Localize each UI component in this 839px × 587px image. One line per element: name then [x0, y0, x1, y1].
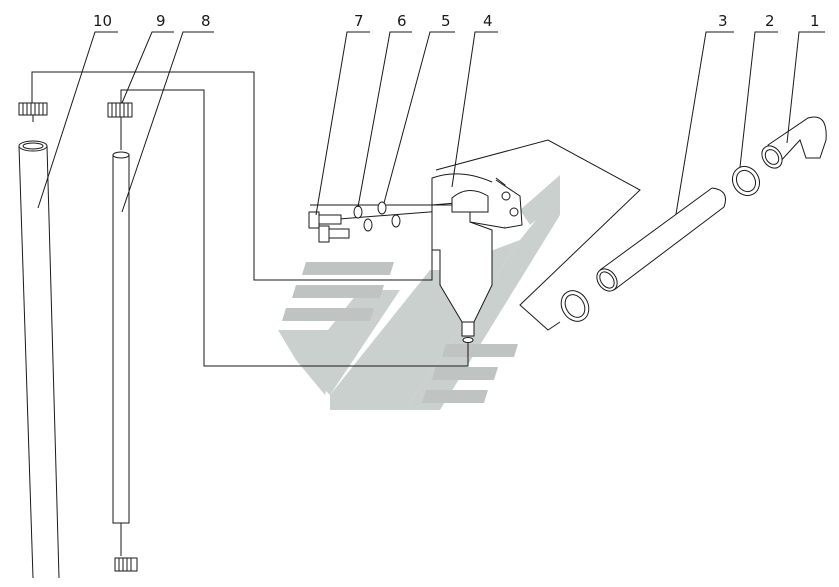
part-9-clamp-bottom [114, 557, 138, 572]
part-2-clamp-upper [731, 165, 761, 197]
part-1-elbow [761, 116, 827, 169]
callout-7: 7 [354, 12, 364, 30]
callout-6: 6 [397, 12, 407, 30]
callout-labels: 10 9 8 7 6 5 4 3 2 1 [93, 12, 820, 30]
part-5-washers [377, 201, 401, 228]
part-10-long-pipe [18, 140, 60, 579]
callout-3: 3 [718, 12, 728, 30]
part-9-clamp-top [107, 102, 133, 150]
part-10-clamp [18, 102, 48, 122]
part-8-thin-pipe [112, 151, 130, 556]
callout-leaders [37, 31, 825, 216]
part-7-bolts [308, 211, 350, 243]
callout-10: 10 [93, 12, 112, 30]
callout-4: 4 [483, 12, 493, 30]
part-6-washers [353, 205, 373, 232]
part-4-cyclone-separator [431, 173, 523, 343]
callout-9: 9 [156, 12, 166, 30]
callout-1: 1 [810, 12, 820, 30]
callout-5: 5 [441, 12, 451, 30]
callout-8: 8 [201, 12, 211, 30]
part-3-tube [596, 187, 726, 292]
callout-2: 2 [765, 12, 775, 30]
part-2-clamp-lower [560, 290, 590, 322]
